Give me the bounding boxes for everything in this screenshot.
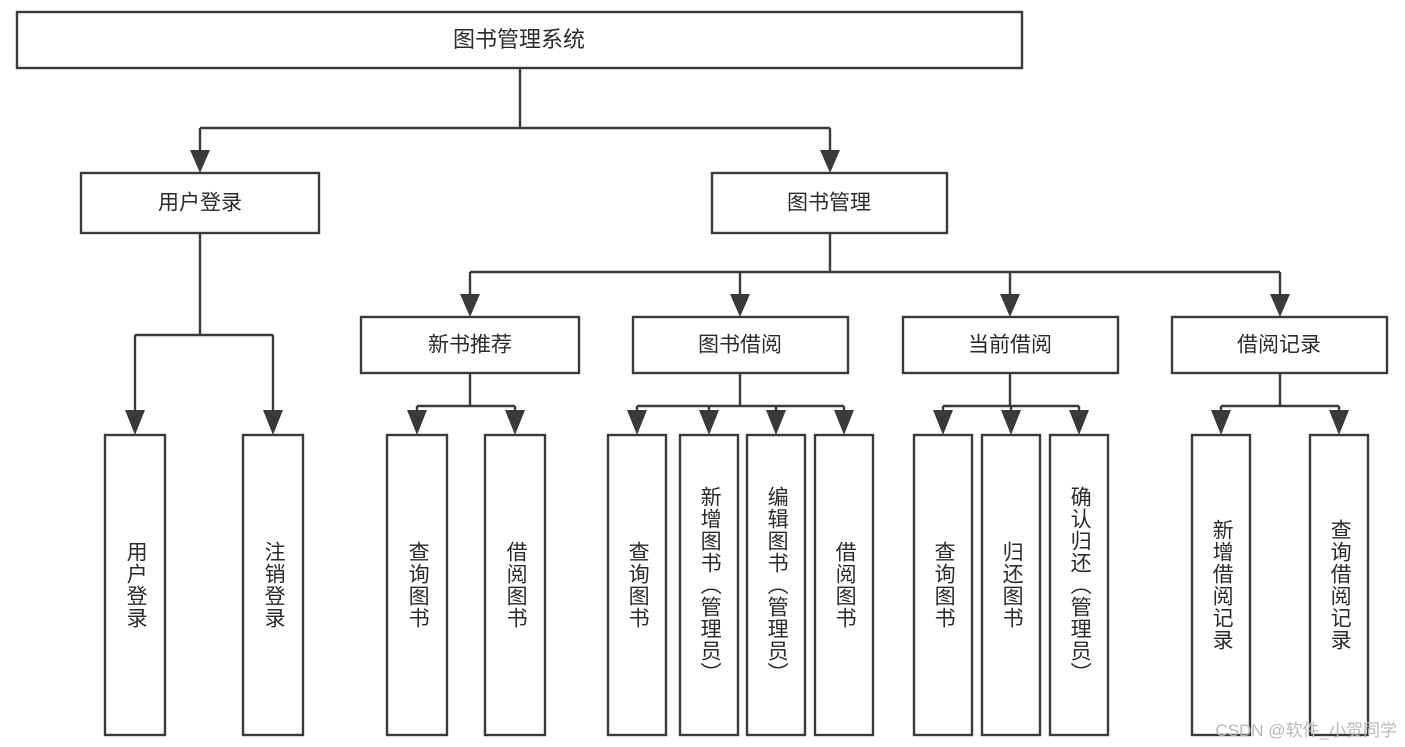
leaf-box-layer — [103, 433, 1370, 737]
csdn-watermark: CSDN @软件_小贺同学 — [1215, 721, 1397, 740]
node-book-borrow-box[interactable] — [631, 315, 850, 375]
node-leaf-confirm-return-box[interactable] — [1048, 433, 1110, 737]
node-current-borrow[interactable]: 当前借阅 — [901, 315, 1120, 375]
node-new-book-rec-box[interactable] — [359, 315, 581, 375]
node-user-login[interactable]: 用户登录 — [79, 171, 321, 235]
arrowhead-leaf-return-book — [1001, 410, 1021, 435]
node-new-book-rec-label: 新书推荐 — [428, 334, 512, 357]
arrowhead-leaf-query-book-1 — [407, 410, 427, 435]
arrowhead-leaf-borrow-book-1 — [505, 410, 525, 435]
arrowhead-user-login — [190, 150, 210, 173]
arrowhead-current-borrow — [1000, 294, 1020, 317]
arrowhead-leaf-borrow-book-2 — [834, 410, 854, 435]
node-borrow-record[interactable]: 借阅记录 — [1170, 315, 1389, 375]
node-leaf-borrow-book-2-box[interactable] — [813, 433, 875, 737]
arrowhead-book-manage — [820, 150, 840, 173]
arrowhead-leaf-query-book-3 — [933, 410, 953, 435]
node-current-borrow-label: 当前借阅 — [968, 334, 1052, 357]
arrowhead-leaf-query-book-2 — [627, 410, 647, 435]
connector-layer — [125, 68, 1349, 435]
arrowhead-leaf-add-book — [699, 410, 719, 435]
arrowhead-new-book-rec — [460, 294, 480, 317]
arrowhead-leaf-edit-book — [766, 410, 786, 435]
node-book-borrow[interactable]: 图书借阅 — [631, 315, 850, 375]
node-leaf-user-login-box[interactable] — [103, 433, 167, 737]
node-leaf-borrow-book-1-box[interactable] — [483, 433, 547, 737]
arrowhead-leaf-add-record — [1211, 410, 1231, 435]
arrowhead-leaf-user-login — [125, 410, 145, 435]
node-leaf-query-book-1-box[interactable] — [385, 433, 449, 737]
node-current-borrow-box[interactable] — [901, 315, 1120, 375]
node-new-book-rec[interactable]: 新书推荐 — [359, 315, 581, 375]
node-leaf-query-record-box[interactable] — [1308, 433, 1370, 737]
arrowhead-leaf-confirm-return — [1069, 410, 1089, 435]
node-leaf-edit-book-box[interactable] — [745, 433, 807, 737]
arrowhead-leaf-query-record — [1329, 410, 1349, 435]
node-leaf-return-book-box[interactable] — [980, 433, 1042, 737]
node-user-login-label: 用户登录 — [158, 192, 242, 215]
node-leaf-query-book-3-box[interactable] — [912, 433, 974, 737]
node-root-label: 图书管理系统 — [453, 27, 585, 52]
node-user-login-box[interactable] — [79, 171, 321, 235]
node-leaf-query-book-2-box[interactable] — [606, 433, 668, 737]
node-book-borrow-label: 图书借阅 — [698, 334, 782, 357]
node-root-box[interactable] — [15, 10, 1024, 70]
node-leaf-logout-box[interactable] — [241, 433, 305, 737]
node-book-manage-label: 图书管理 — [787, 192, 871, 215]
node-borrow-record-box[interactable] — [1170, 315, 1389, 375]
arrowhead-leaf-logout — [263, 410, 283, 435]
arrowhead-book-borrow — [730, 294, 750, 317]
node-leaf-add-record-box[interactable] — [1190, 433, 1252, 737]
node-borrow-record-label: 借阅记录 — [1237, 334, 1321, 357]
node-leaf-add-book-box[interactable] — [678, 433, 740, 737]
arrowhead-borrow-record — [1270, 294, 1290, 317]
node-book-manage[interactable]: 图书管理 — [710, 171, 949, 235]
node-book-manage-box[interactable] — [710, 171, 949, 235]
node-root[interactable]: 图书管理系统 — [15, 10, 1024, 70]
